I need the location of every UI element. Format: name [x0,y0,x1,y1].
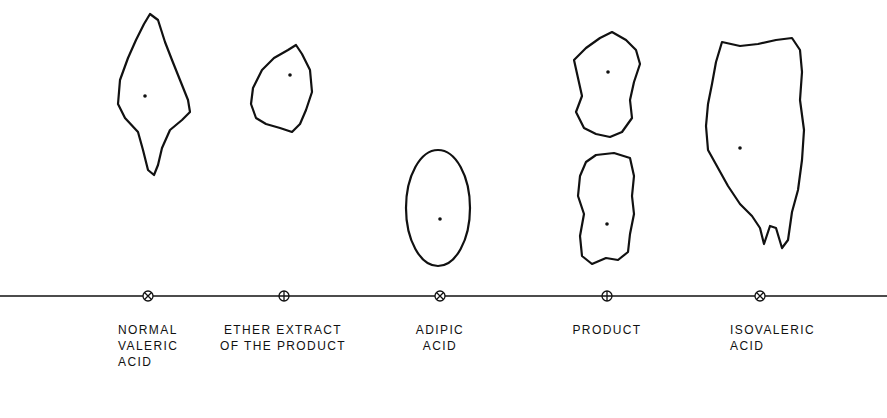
lane-label: PRODUCT [557,322,657,338]
spot-centre [143,94,147,98]
spot-centre [606,70,610,74]
spot [406,150,470,266]
origin-mark [143,291,153,301]
spot-centre [738,146,742,150]
spot [706,38,804,248]
lane-label: ETHER EXTRACT OF THE PRODUCT [214,322,352,354]
origin-mark [435,291,445,301]
lane-label: NORMAL VALERIC ACID [118,322,198,370]
spot-centre [605,222,609,226]
spot [118,14,190,175]
origin-mark [602,291,612,301]
lane-label: ISOVALERIC ACID [730,322,834,354]
lane-label: ADIPIC ACID [406,322,474,354]
spot [251,45,312,132]
spot [578,153,634,264]
spot-centre [288,73,292,77]
spot [574,32,640,137]
origin-mark [755,291,765,301]
origin-mark [279,291,289,301]
spot-centre [438,217,442,221]
